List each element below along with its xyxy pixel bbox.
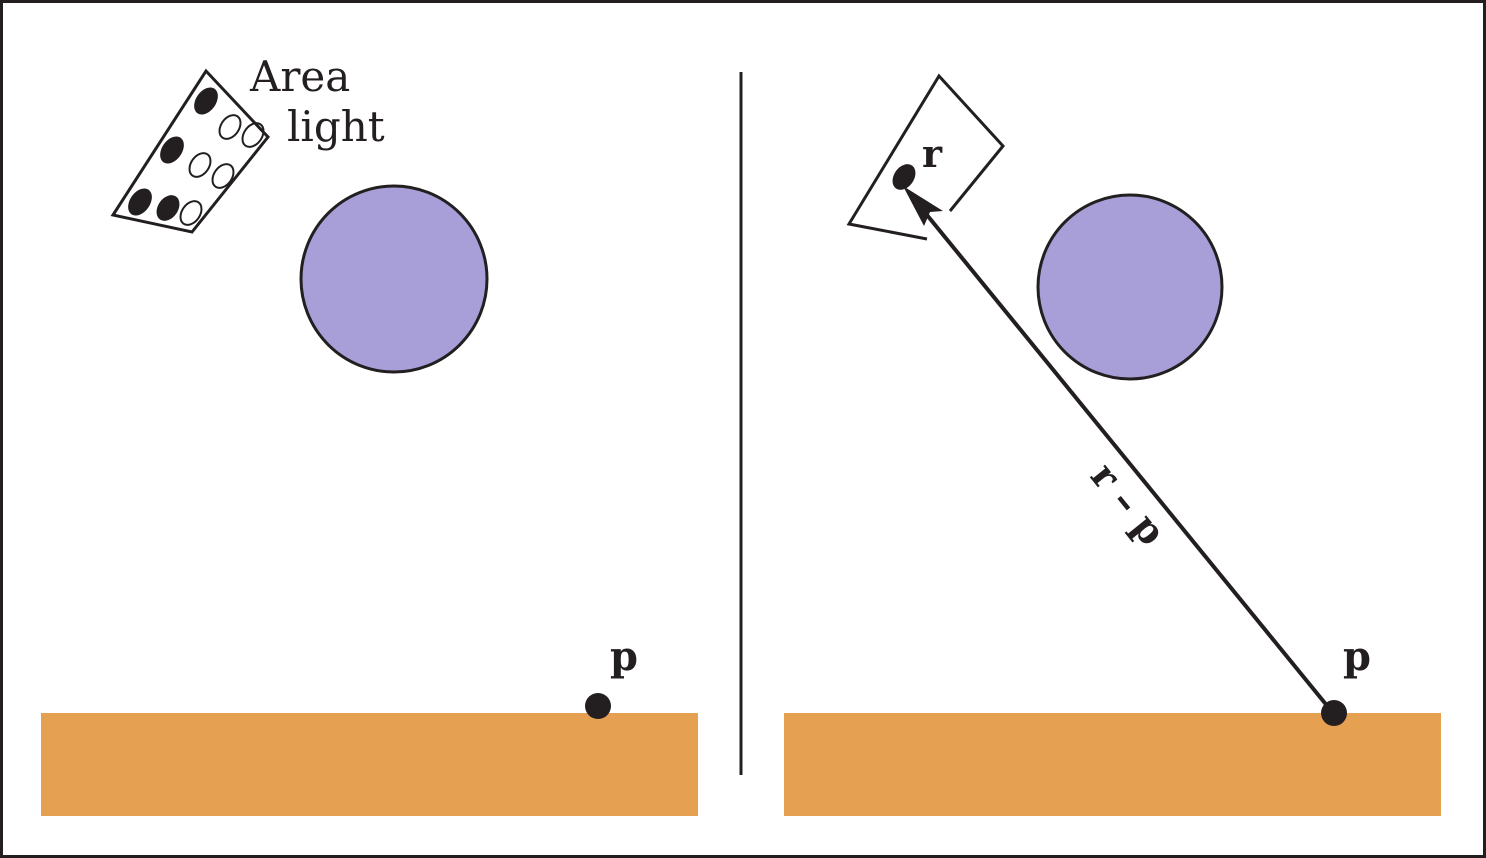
light-sample-filled bbox=[128, 188, 152, 216]
direction-vector-line bbox=[916, 202, 1335, 715]
shading-point-dot bbox=[1321, 700, 1347, 726]
left-panel: Area light p bbox=[41, 52, 698, 816]
light-sample-hollow bbox=[241, 122, 265, 148]
occluder-sphere bbox=[299, 184, 489, 374]
light-sample-hollow bbox=[188, 152, 212, 178]
shading-point-label: p bbox=[1343, 633, 1371, 680]
area-light-quad bbox=[110, 68, 270, 234]
light-sample-filled bbox=[194, 87, 218, 115]
area-light-outline bbox=[846, 73, 1005, 241]
sample-point-label: r bbox=[922, 131, 943, 176]
right-panel: r r – p p bbox=[784, 73, 1441, 816]
light-sample-filled bbox=[160, 136, 184, 164]
shading-point-label: p bbox=[610, 633, 638, 680]
direction-vector-arrowhead bbox=[903, 186, 943, 226]
light-sample-hollow bbox=[218, 114, 242, 140]
ground-surface bbox=[41, 713, 698, 816]
occluder-sphere bbox=[1036, 193, 1224, 381]
area-light-label-line2: light bbox=[287, 102, 385, 151]
ground-surface bbox=[784, 713, 1441, 816]
area-light bbox=[110, 68, 270, 234]
light-sample-filled bbox=[156, 195, 180, 221]
area-light bbox=[846, 73, 1005, 241]
shading-point-dot bbox=[585, 693, 611, 719]
area-light-label-line1: Area bbox=[249, 52, 350, 101]
light-sample-hollow bbox=[179, 200, 203, 226]
light-sample-hollow bbox=[211, 163, 235, 189]
light-sample-point bbox=[892, 164, 916, 190]
